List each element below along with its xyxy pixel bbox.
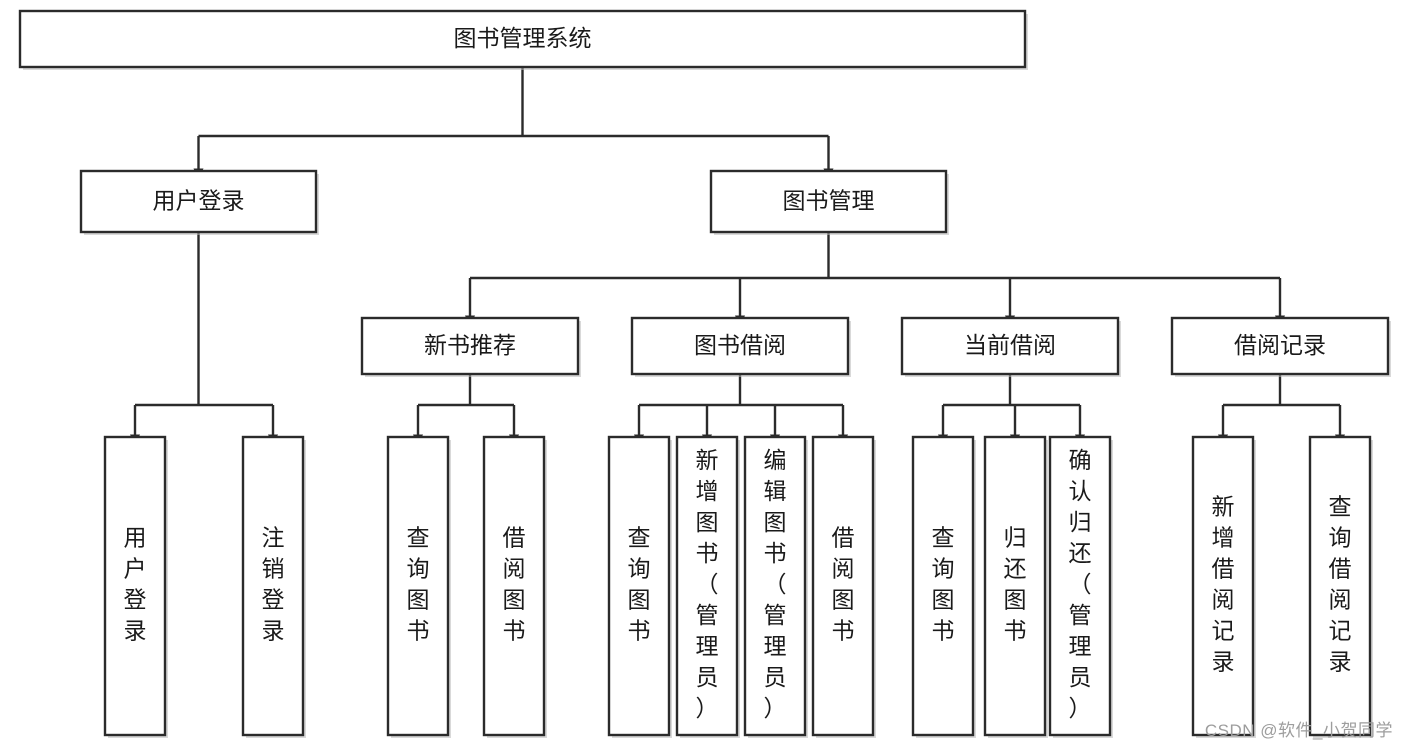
connector-lines: [130, 67, 1345, 446]
node-label: 当前借阅: [964, 332, 1056, 358]
node-label: 用户登录: [153, 188, 245, 214]
node-leaf-query-book-rec[interactable]: 查询图书: [386, 435, 451, 738]
node-label: 图书管理: [783, 188, 875, 214]
node-label: 编辑图书（管理员）: [764, 447, 787, 721]
node-leaf-borrow-book[interactable]: 借阅图书: [811, 435, 876, 738]
node-leaf-return-book[interactable]: 归还图书: [983, 435, 1048, 738]
node-leaf-confirm-return[interactable]: 确认归还（管理员）: [1048, 435, 1113, 738]
node-label: 查询图书: [407, 525, 430, 644]
connector-c-rec-bus: [413, 374, 519, 446]
node-leaf-add-borrow-record[interactable]: 新增借阅记录: [1191, 435, 1256, 738]
node-leaf-query-borrow-rec[interactable]: 查询借阅记录: [1308, 435, 1373, 738]
node-label: 归还图书: [1004, 525, 1027, 644]
node-label: 借阅记录: [1234, 332, 1326, 358]
node-label: 借阅图书: [832, 525, 855, 644]
node-label: 确认归还（管理员）: [1069, 447, 1092, 721]
node-leaf-user-logout[interactable]: 注销登录: [241, 435, 306, 738]
node-boxes: 图书管理系统用户登录图书管理新书推荐图书借阅当前借阅借阅记录用户登录注销登录查询…: [18, 9, 1391, 738]
node-book-borrow[interactable]: 图书借阅: [630, 316, 851, 377]
node-label: 图书管理系统: [454, 25, 592, 51]
connector-c-login-bus: [130, 232, 278, 446]
connector-c-borrow-bus: [634, 374, 848, 446]
node-leaf-borrow-book-rec[interactable]: 借阅图书: [482, 435, 547, 738]
node-label: 新增借阅记录: [1212, 494, 1235, 675]
connector-c-record-bus: [1218, 374, 1345, 446]
node-leaf-add-book-admin[interactable]: 新增图书（管理员）: [675, 435, 740, 738]
node-label: 用户登录: [124, 525, 147, 644]
csdn-watermark: CSDN @软件_小贺同学: [1204, 721, 1393, 740]
connector-c-manage-bus: [465, 232, 1285, 327]
node-borrow-record[interactable]: 借阅记录: [1170, 316, 1391, 377]
node-label: 新书推荐: [424, 332, 516, 358]
node-root[interactable]: 图书管理系统: [18, 9, 1028, 70]
node-label: 查询图书: [932, 525, 955, 644]
node-label: 新增图书（管理员）: [696, 447, 719, 721]
node-leaf-query-book[interactable]: 查询图书: [607, 435, 672, 738]
node-leaf-edit-book-admin[interactable]: 编辑图书（管理员）: [743, 435, 808, 738]
node-label: 查询借阅记录: [1329, 494, 1352, 675]
node-leaf-query-book-cur[interactable]: 查询图书: [911, 435, 976, 738]
node-book-manage[interactable]: 图书管理: [709, 169, 949, 235]
node-label: 图书借阅: [694, 332, 786, 358]
node-label: 注销登录: [262, 525, 285, 644]
node-user-login[interactable]: 用户登录: [79, 169, 319, 235]
node-label: 借阅图书: [503, 525, 526, 644]
node-label: 查询图书: [628, 525, 651, 644]
node-current-borrow[interactable]: 当前借阅: [900, 316, 1121, 377]
node-leaf-user-login[interactable]: 用户登录: [103, 435, 168, 738]
node-new-book-rec[interactable]: 新书推荐: [360, 316, 581, 377]
connector-c-cur-bus: [938, 374, 1085, 446]
connector-c-root-bus: [193, 67, 834, 180]
